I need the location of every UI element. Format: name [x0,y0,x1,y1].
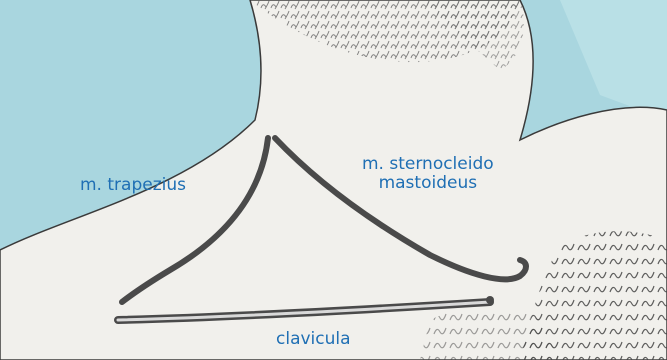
label-sternocleidomastoideus: m. sternocleido mastoideus [362,155,494,192]
label-trapezius: m. trapezius [80,176,186,195]
clavicle-end [486,296,494,304]
label-clavicula: clavicula [276,330,351,349]
label-scm-line2: mastoideus [362,174,494,193]
label-scm-line1: m. sternocleido [362,155,494,174]
